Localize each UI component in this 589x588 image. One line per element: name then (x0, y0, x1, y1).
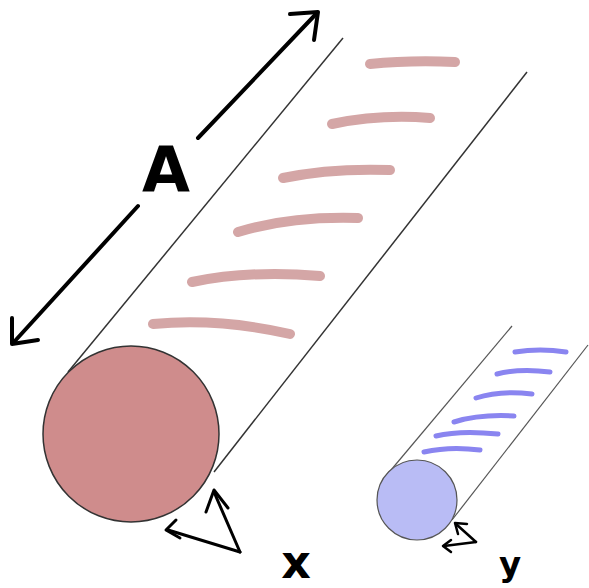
dimension-arrow (12, 12, 318, 344)
leader-arrow (443, 523, 476, 552)
large-cylinder (43, 38, 527, 522)
dimension-label: y (499, 547, 521, 581)
small-cylinder (377, 326, 588, 540)
cylinder-end (377, 460, 457, 540)
cylinder-edge (68, 38, 343, 372)
leader-arrow (166, 490, 240, 552)
cylinder-stripes (424, 350, 566, 452)
cylinder-end (43, 346, 219, 522)
dimension-label: A (142, 139, 190, 201)
cylinder-stripes (153, 61, 455, 334)
dimension-label: x (281, 539, 311, 585)
cylinder-edge (386, 326, 512, 476)
